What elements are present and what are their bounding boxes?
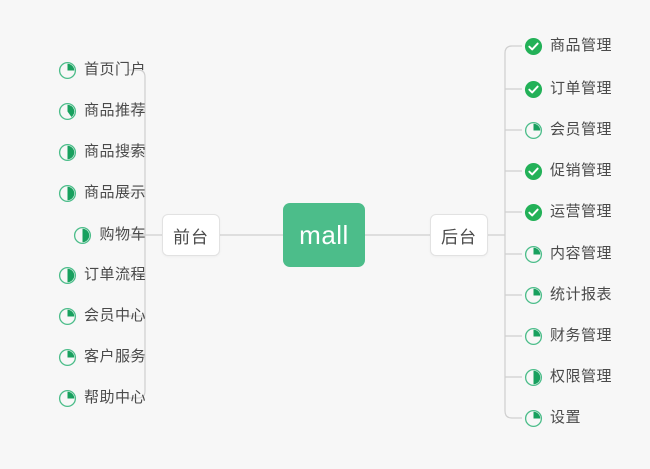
mindmap-leaf-left[interactable]: 商品展示 — [58, 180, 146, 206]
leaf-label: 购物车 — [99, 226, 146, 243]
mindmap-leaf-right[interactable]: 促销管理 — [524, 158, 612, 184]
status-progress-icon — [524, 327, 543, 345]
status-progress-icon — [524, 409, 543, 427]
mindmap-leaf-left[interactable]: 会员中心 — [58, 303, 146, 329]
status-progress-icon — [524, 121, 543, 139]
leaf-label: 统计报表 — [550, 286, 613, 303]
mindmap-leaf-left[interactable]: 购物车 — [73, 222, 146, 248]
mindmap-leaf-right[interactable]: 会员管理 — [524, 117, 612, 143]
status-check-icon — [524, 203, 543, 221]
status-progress-icon — [524, 245, 543, 263]
mindmap-leaf-left[interactable]: 帮助中心 — [58, 385, 146, 411]
mindmap-leaf-left[interactable]: 商品推荐 — [58, 98, 146, 124]
branch-node-back[interactable]: 后台 — [430, 214, 488, 256]
mindmap-leaf-right[interactable]: 商品管理 — [524, 33, 612, 59]
leaf-label: 订单流程 — [83, 266, 146, 283]
status-check-icon — [524, 162, 543, 180]
status-progress-icon — [524, 286, 543, 304]
leaf-label: 首页门户 — [83, 61, 146, 78]
connector-line — [137, 390, 146, 399]
mindmap-leaf-right[interactable]: 内容管理 — [524, 241, 612, 267]
leaf-label: 运营管理 — [550, 203, 613, 220]
connector-line — [504, 45, 513, 54]
leaf-label: 帮助中心 — [83, 389, 146, 406]
mindmap-leaf-left[interactable]: 客户服务 — [58, 344, 146, 370]
leaf-label: 商品推荐 — [83, 102, 146, 119]
mindmap-leaf-right[interactable]: 财务管理 — [524, 323, 612, 349]
mindmap-leaf-right[interactable]: 权限管理 — [524, 364, 612, 390]
leaf-label: 会员中心 — [83, 307, 146, 324]
status-progress-icon — [58, 348, 77, 366]
root-node-mall[interactable]: mall — [283, 203, 365, 267]
leaf-label: 促销管理 — [550, 162, 613, 179]
leaf-label: 设置 — [550, 409, 582, 426]
status-check-icon — [524, 80, 543, 98]
mindmap-leaf-right[interactable]: 设置 — [524, 405, 581, 431]
mindmap-leaf-right[interactable]: 订单管理 — [524, 76, 612, 102]
status-progress-icon — [58, 184, 77, 202]
status-progress-icon — [58, 102, 77, 120]
status-progress-icon — [524, 368, 543, 386]
leaf-label: 内容管理 — [550, 245, 613, 262]
status-progress-icon — [74, 226, 92, 244]
leaf-label: 会员管理 — [550, 121, 613, 138]
status-progress-icon — [58, 266, 77, 284]
status-progress-icon — [58, 389, 77, 407]
mindmap-leaf-right[interactable]: 统计报表 — [524, 282, 612, 308]
status-progress-icon — [58, 307, 77, 325]
mindmap-leaf-left[interactable]: 商品搜索 — [58, 139, 146, 165]
status-progress-icon — [58, 61, 77, 79]
leaf-label: 客户服务 — [83, 348, 146, 365]
leaf-label: 商品展示 — [83, 184, 146, 201]
leaf-label: 权限管理 — [550, 368, 613, 385]
mindmap-leaf-left[interactable]: 订单流程 — [58, 262, 146, 288]
leaf-label: 订单管理 — [550, 80, 613, 97]
connector-line — [137, 69, 146, 78]
mindmap-leaf-right[interactable]: 运营管理 — [524, 199, 612, 225]
connector-line — [504, 410, 513, 419]
branch-node-front[interactable]: 前台 — [162, 214, 220, 256]
status-check-icon — [524, 37, 543, 55]
leaf-label: 商品搜索 — [83, 143, 146, 160]
leaf-label: 财务管理 — [550, 327, 613, 344]
leaf-label: 商品管理 — [550, 37, 613, 54]
mindmap-leaf-left[interactable]: 首页门户 — [58, 57, 146, 83]
status-progress-icon — [58, 143, 77, 161]
